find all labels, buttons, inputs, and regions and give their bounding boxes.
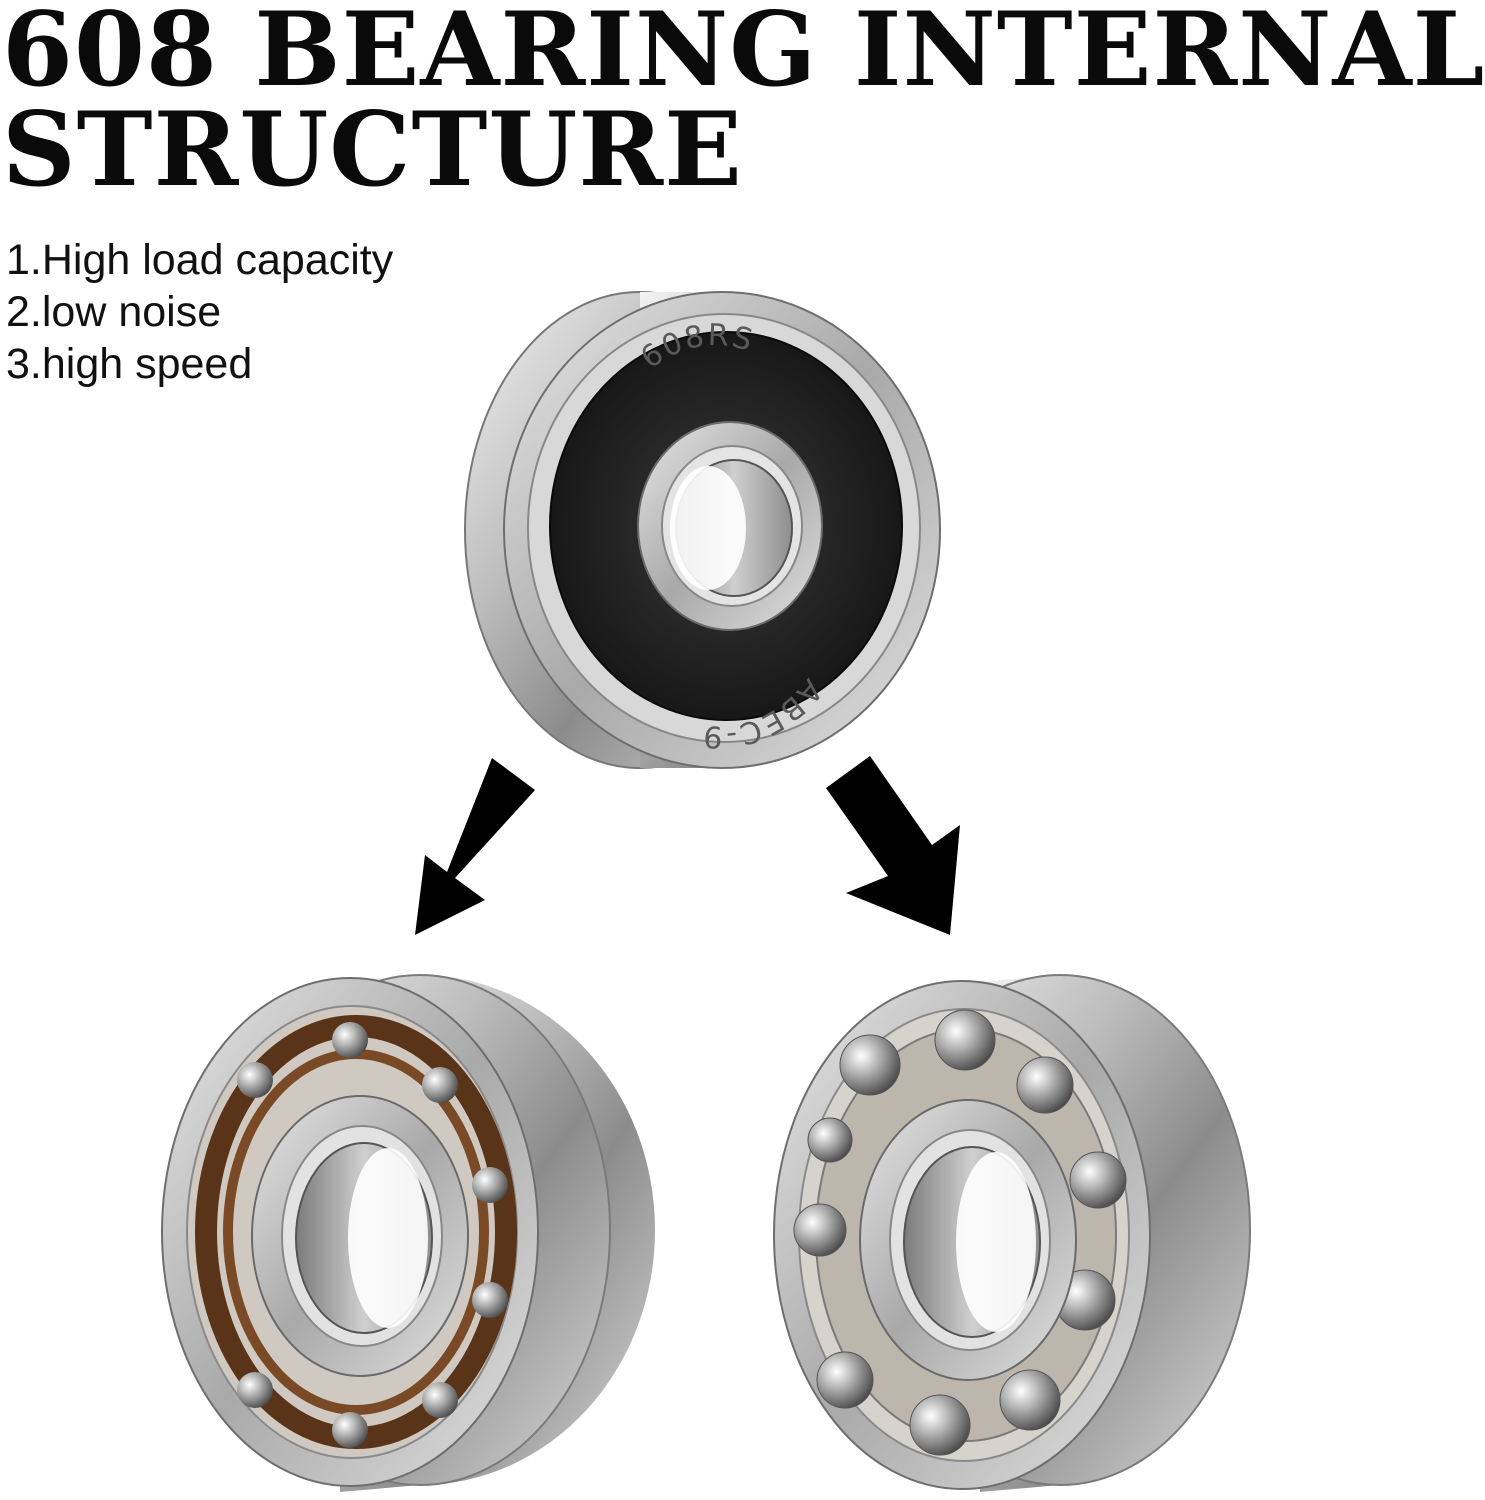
ball-bearing (773, 974, 1251, 1492)
cage-bearing (161, 974, 655, 1492)
title-line-1: 608 BEARING INTERNAL (2, 0, 1485, 110)
arrow-down-left-icon (415, 758, 535, 935)
feature-item-load: 1.High load capacity (6, 236, 394, 284)
sealed-bearing: 608RS ABEC-9 (464, 291, 941, 769)
title-line-2: STRUCTURE (2, 90, 743, 210)
feature-list: 1.High load capacity 2.low noise 3.high … (6, 234, 393, 390)
arrow-down-right-icon (826, 756, 960, 935)
bearing-illustration: 608RS ABEC-9 (161, 291, 1251, 1492)
feature-item-speed: 3.high speed (6, 340, 253, 388)
page-title: 608 BEARING INTERNAL STRUCTURE (2, 0, 1485, 210)
feature-item-noise: 2.low noise (6, 288, 222, 336)
